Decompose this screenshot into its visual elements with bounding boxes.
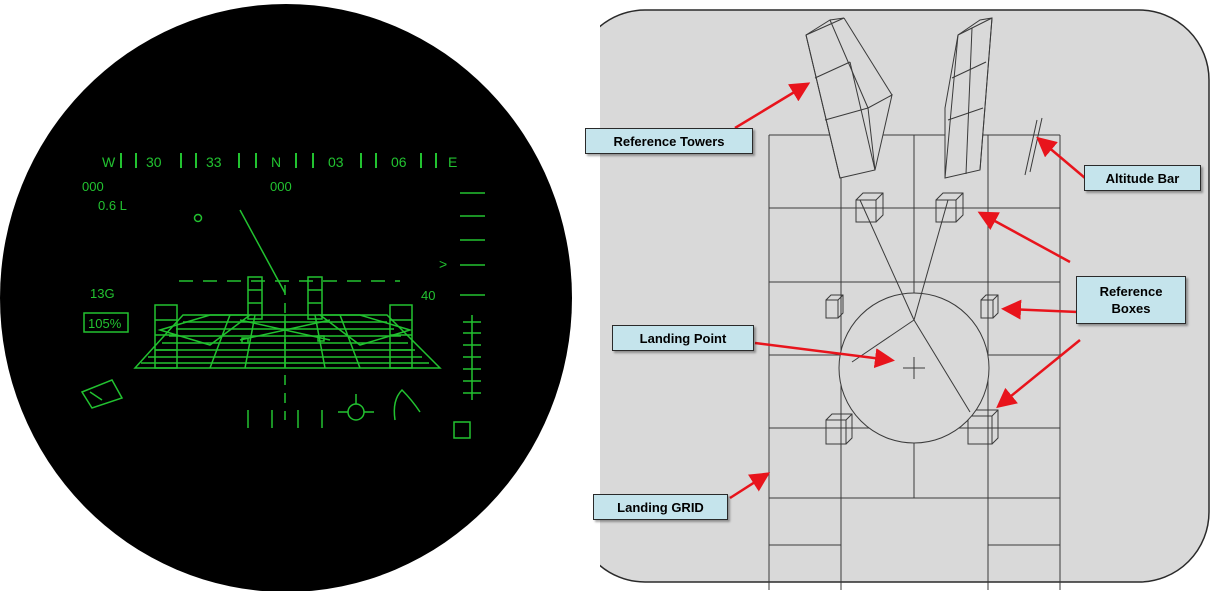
label-landing-point: Landing Point — [612, 325, 754, 351]
right-scale — [460, 192, 485, 400]
hud-tower-right — [307, 276, 413, 369]
heading-w: W — [102, 154, 116, 170]
bottom-tick-marks — [247, 410, 323, 428]
right-readout: 40 — [421, 288, 435, 303]
heading-e: E — [448, 154, 457, 170]
heading-03: 03 — [328, 154, 344, 170]
heading-06: 06 — [391, 154, 407, 170]
square-marker — [453, 421, 471, 439]
hud-display: W 30 33 N 03 06 E 000 000 0.6 L 13G 105%… — [0, 0, 600, 591]
left-readout: 000 — [82, 179, 104, 194]
label-reference-boxes-line1: Reference — [1099, 284, 1163, 299]
reference-tower-left — [805, 17, 893, 179]
heading-30: 30 — [146, 154, 162, 170]
hud-svg: W 30 33 N 03 06 E 000 000 0.6 L 13G 105%… — [0, 4, 572, 591]
reference-tower-right — [944, 17, 993, 179]
label-reference-boxes: Reference Boxes — [1076, 276, 1186, 324]
curved-marker — [393, 388, 421, 421]
g-readout: 13G — [90, 286, 115, 301]
altitude-bar — [1024, 117, 1043, 176]
percent-readout: 105% — [88, 316, 122, 331]
heading-33: 33 — [206, 154, 222, 170]
hud-tower-left — [154, 276, 263, 369]
aircraft-symbol — [80, 379, 124, 409]
label-reference-boxes-line2: Boxes — [1111, 301, 1151, 316]
hud-scope-background — [0, 4, 572, 591]
small-circle-marker — [193, 213, 203, 223]
reference-box-top-left — [855, 192, 884, 223]
label-altitude-bar: Altitude Bar — [1084, 165, 1201, 191]
percent-box — [83, 312, 129, 333]
reference-box-mid-left — [825, 294, 844, 319]
reference-box-top-right — [935, 192, 964, 223]
aircraft-symbol-detail — [89, 391, 103, 401]
label-landing-grid: Landing GRID — [593, 494, 728, 520]
mode-readout: 0.6 L — [98, 198, 127, 213]
callout-arrows — [729, 82, 1086, 500]
label-reference-towers: Reference Towers — [585, 128, 753, 154]
target-reticle — [338, 394, 374, 421]
reference-box-mid-right — [980, 294, 999, 319]
heading-n: N — [271, 154, 281, 170]
center-readout: 000 — [270, 179, 292, 194]
landing-point — [838, 199, 990, 444]
steering-line — [239, 209, 286, 294]
heading-tape — [120, 153, 437, 168]
caret-marker: > — [439, 256, 447, 272]
reference-box-bottom-left — [825, 413, 853, 445]
landing-diagram: Reference Towers Altitude Bar Reference … — [585, 0, 1214, 591]
